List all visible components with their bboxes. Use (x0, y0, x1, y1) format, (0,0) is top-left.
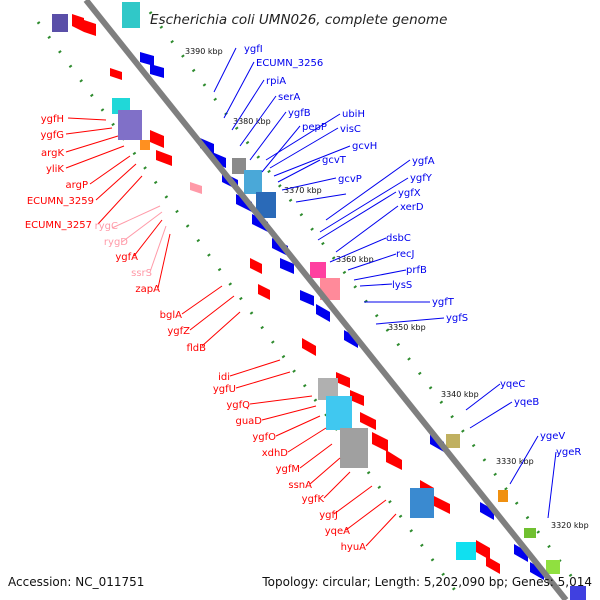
outer-dotted-ring (148, 11, 588, 597)
tick-label: 3370 kbp (284, 186, 322, 195)
kbp-ticks: 3390 kbp 3380 kbp 3370 kbp 3360 kbp 3350… (185, 47, 589, 530)
gene-label: hyuA (341, 542, 367, 553)
inner-dotted-ring (36, 21, 464, 600)
gene-label: ygfU (213, 384, 236, 395)
accession-text: Accession: NC_011751 (8, 575, 144, 589)
gene-label: zapA (135, 284, 160, 295)
gene-label: ygfX (398, 188, 421, 199)
gene-label: yqeB (514, 397, 539, 408)
gene-label: ygeR (556, 447, 581, 458)
tick-label: 3380 kbp (233, 117, 271, 126)
gene-label: argP (66, 180, 88, 191)
gene-label: ygfB (288, 108, 311, 119)
gene-label: ygfA (412, 156, 435, 167)
tick-label: 3340 kbp (441, 390, 479, 399)
gene-label: rygC (95, 221, 118, 232)
gene-label: ssnA (288, 480, 312, 491)
gene-label: ygfO (252, 432, 276, 443)
gene-label: recJ (396, 249, 415, 260)
gene-label: ECUMN_3259 (27, 196, 94, 207)
gene-label: gcvT (322, 155, 347, 166)
gene-label: idi (218, 372, 230, 383)
gene-label: ygfY (410, 173, 433, 184)
gene-label: ygfM (276, 464, 300, 475)
gene-label: ygfS (446, 313, 468, 324)
gene-label: ygeV (540, 431, 565, 442)
tick-label: 3350 kbp (388, 323, 426, 332)
left-gene-label-text: ygfH ygfG argK yliK argP ECUMN_3259 ECUM… (25, 114, 366, 553)
gene-label: prfB (406, 265, 427, 276)
gene-label: visC (340, 124, 361, 135)
gene-label: guaD (235, 416, 262, 427)
gene-label: pepP (302, 122, 327, 133)
gene-label: ECUMN_3256 (256, 58, 323, 69)
gene-label: argK (41, 148, 64, 159)
feature-blocks (52, 2, 586, 600)
gene-label: ygfZ (167, 326, 190, 337)
gene-label: ygfH (41, 114, 64, 125)
right-gene-labels (213, 47, 557, 519)
gene-label: dsbC (386, 233, 411, 244)
tick-label: 3360 kbp (336, 255, 374, 264)
gene-label: fldB (186, 343, 206, 354)
gene-label: ygfQ (226, 400, 250, 411)
gene-label: rygD (104, 237, 128, 248)
map-title: Escherichia coli UMN026, complete genome (150, 12, 447, 28)
right-gene-label-text: ygfI ECUMN_3256 rpiA serA ygfB pepP ubiH… (244, 44, 581, 458)
gene-label: lysS (392, 280, 412, 291)
gene-label: ygfK (302, 494, 325, 505)
tick-label: 3390 kbp (185, 47, 223, 56)
gene-label: gcvH (352, 141, 377, 152)
gene-label: bglA (160, 310, 182, 321)
tick-label: 3320 kbp (551, 521, 589, 530)
gene-label: xerD (400, 202, 424, 213)
gene-label: rpiA (266, 76, 286, 87)
gene-label: ygfA (115, 252, 138, 263)
genome-summary-text: Topology: circular; Length: 5,202,090 bp… (261, 575, 592, 589)
gene-label: xdhD (262, 448, 289, 459)
gene-label: ssrS (131, 268, 152, 279)
gene-label: ECUMN_3257 (25, 220, 92, 231)
gene-label: yqeA (325, 526, 350, 537)
left-gene-labels (65, 117, 397, 547)
gene-label: ygfG (40, 130, 64, 141)
gene-label: ygfJ (319, 510, 338, 521)
genome-backbone (83, 0, 569, 600)
gene-label: yliK (46, 164, 64, 175)
gene-label: ygfT (432, 297, 455, 308)
gene-label: yqeC (500, 379, 525, 390)
gene-label: gcvP (338, 174, 362, 185)
gene-label: ygfI (244, 44, 263, 55)
tick-label: 3330 kbp (496, 457, 534, 466)
gene-label: serA (278, 92, 300, 103)
gene-label: ubiH (342, 109, 365, 120)
